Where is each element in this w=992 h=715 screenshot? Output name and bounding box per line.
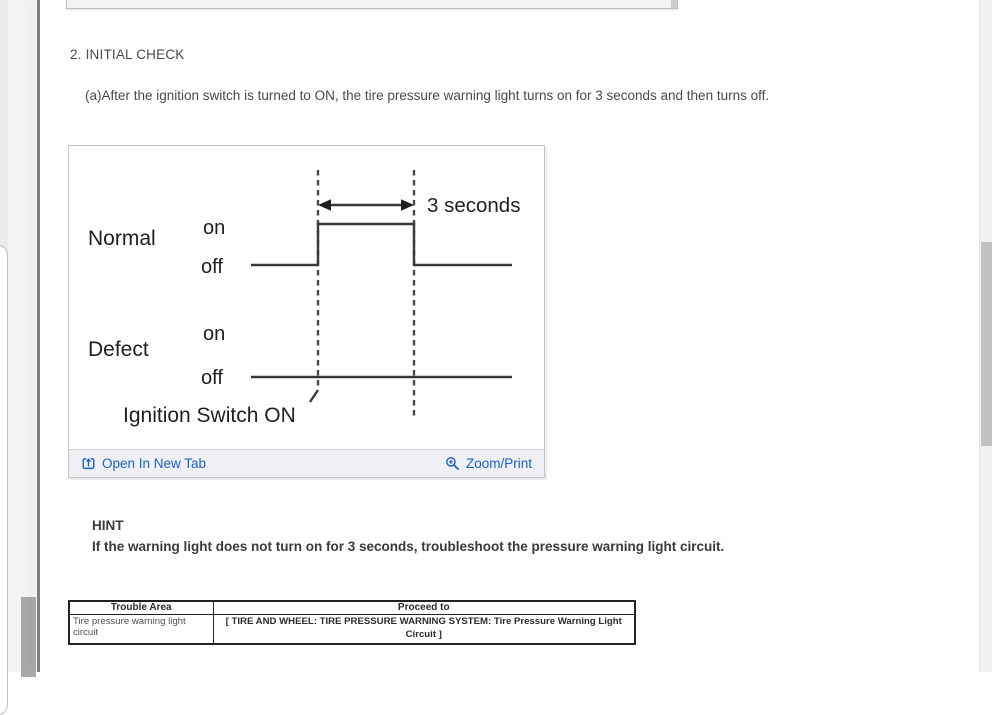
hint-body: If the warning light does not turn on fo… — [92, 539, 725, 554]
defect-label: Defect — [88, 338, 149, 361]
right-scrollbar-track[interactable] — [979, 0, 992, 672]
magnifier-plus-icon — [445, 456, 460, 471]
normal-label: Normal — [88, 227, 156, 250]
header-proceed-to: Proceed to — [212, 600, 636, 615]
normal-off-label: off — [201, 256, 223, 278]
figure-box: 3 seconds Normal on off Defect on off Ig… — [68, 145, 545, 478]
scrollbar-corner — [671, 0, 677, 8]
defect-off-label: off — [201, 367, 223, 389]
step-text: (a)After the ignition switch is turned t… — [85, 88, 770, 103]
left-scrollbar-thumb[interactable] — [21, 597, 36, 677]
figure-footer: Open In New Tab Zoom/Print — [69, 449, 544, 477]
previous-figure-bottom-edge — [66, 0, 678, 9]
cell-proceed-to[interactable]: [ TIRE AND WHEEL: TIRE PRESSURE WARNING … — [212, 613, 636, 645]
left-panel-edge — [0, 245, 8, 715]
normal-on-label: on — [203, 217, 225, 239]
trouble-area-table: Trouble Area Proceed to Tire pressure wa… — [68, 600, 636, 645]
content-divider — [37, 0, 40, 672]
ignition-label: Ignition Switch ON — [123, 404, 296, 427]
open-in-new-tab-icon — [81, 456, 96, 471]
header-trouble-area: Trouble Area — [68, 600, 214, 615]
section-title: 2. INITIAL CHECK — [70, 47, 185, 62]
table-row: Tire pressure warning light circuit [ TI… — [68, 613, 636, 645]
zoom-print-link[interactable]: Zoom/Print — [445, 456, 532, 471]
table-header-row: Trouble Area Proceed to — [68, 600, 636, 615]
normal-waveform — [251, 222, 512, 267]
ignition-leader-line — [309, 389, 319, 403]
hint-heading: HINT — [92, 518, 124, 533]
open-in-new-tab-link[interactable]: Open In New Tab — [81, 456, 206, 471]
waveform-diagram: 3 seconds Normal on off Defect on off Ig… — [69, 146, 544, 449]
right-scrollbar-thumb[interactable] — [981, 242, 992, 446]
defect-on-label: on — [203, 323, 225, 345]
zoom-print-label: Zoom/Print — [465, 456, 532, 471]
open-in-new-tab-label: Open In New Tab — [102, 456, 207, 471]
left-scrollbar-track[interactable] — [8, 0, 37, 672]
cell-trouble-area: Tire pressure warning light circuit — [68, 613, 214, 645]
duration-label: 3 seconds — [427, 194, 520, 217]
